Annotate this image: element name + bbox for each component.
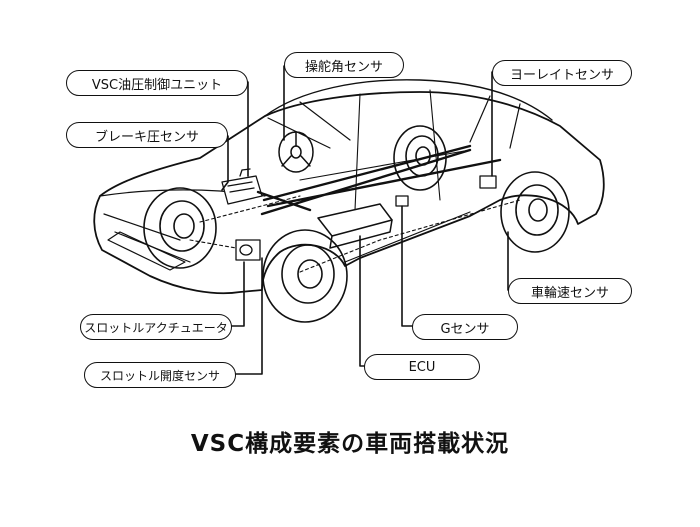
label-wheel-speed-sensor: 車輪速センサ bbox=[508, 278, 632, 304]
front-left-wheel bbox=[144, 188, 216, 268]
label-throttle-actuator: スロットルアクチュエータ bbox=[80, 314, 232, 340]
label-ecu: ECU bbox=[364, 354, 480, 380]
label-brake-pressure-sensor: ブレーキ圧センサ bbox=[66, 122, 228, 148]
throttle-body bbox=[236, 240, 260, 260]
ecu-box bbox=[318, 204, 392, 248]
rear-right-wheel bbox=[501, 172, 569, 252]
yaw-rate-sensor-box bbox=[480, 176, 496, 188]
diagram-caption: VSC構成要素の車両搭載状況 bbox=[0, 424, 700, 458]
windshield bbox=[268, 102, 350, 148]
label-g-sensor: Gセンサ bbox=[412, 314, 518, 340]
label-yaw-rate-sensor: ヨーレイトセンサ bbox=[492, 60, 632, 86]
label-steering-angle-sensor: 操舵角センサ bbox=[284, 52, 404, 78]
label-vsc-hydraulic-unit: VSC油圧制御ユニット bbox=[66, 70, 248, 96]
rear-window bbox=[470, 96, 520, 148]
label-throttle-position-sensor: スロットル開度センサ bbox=[84, 362, 236, 388]
g-sensor-box bbox=[396, 196, 408, 206]
